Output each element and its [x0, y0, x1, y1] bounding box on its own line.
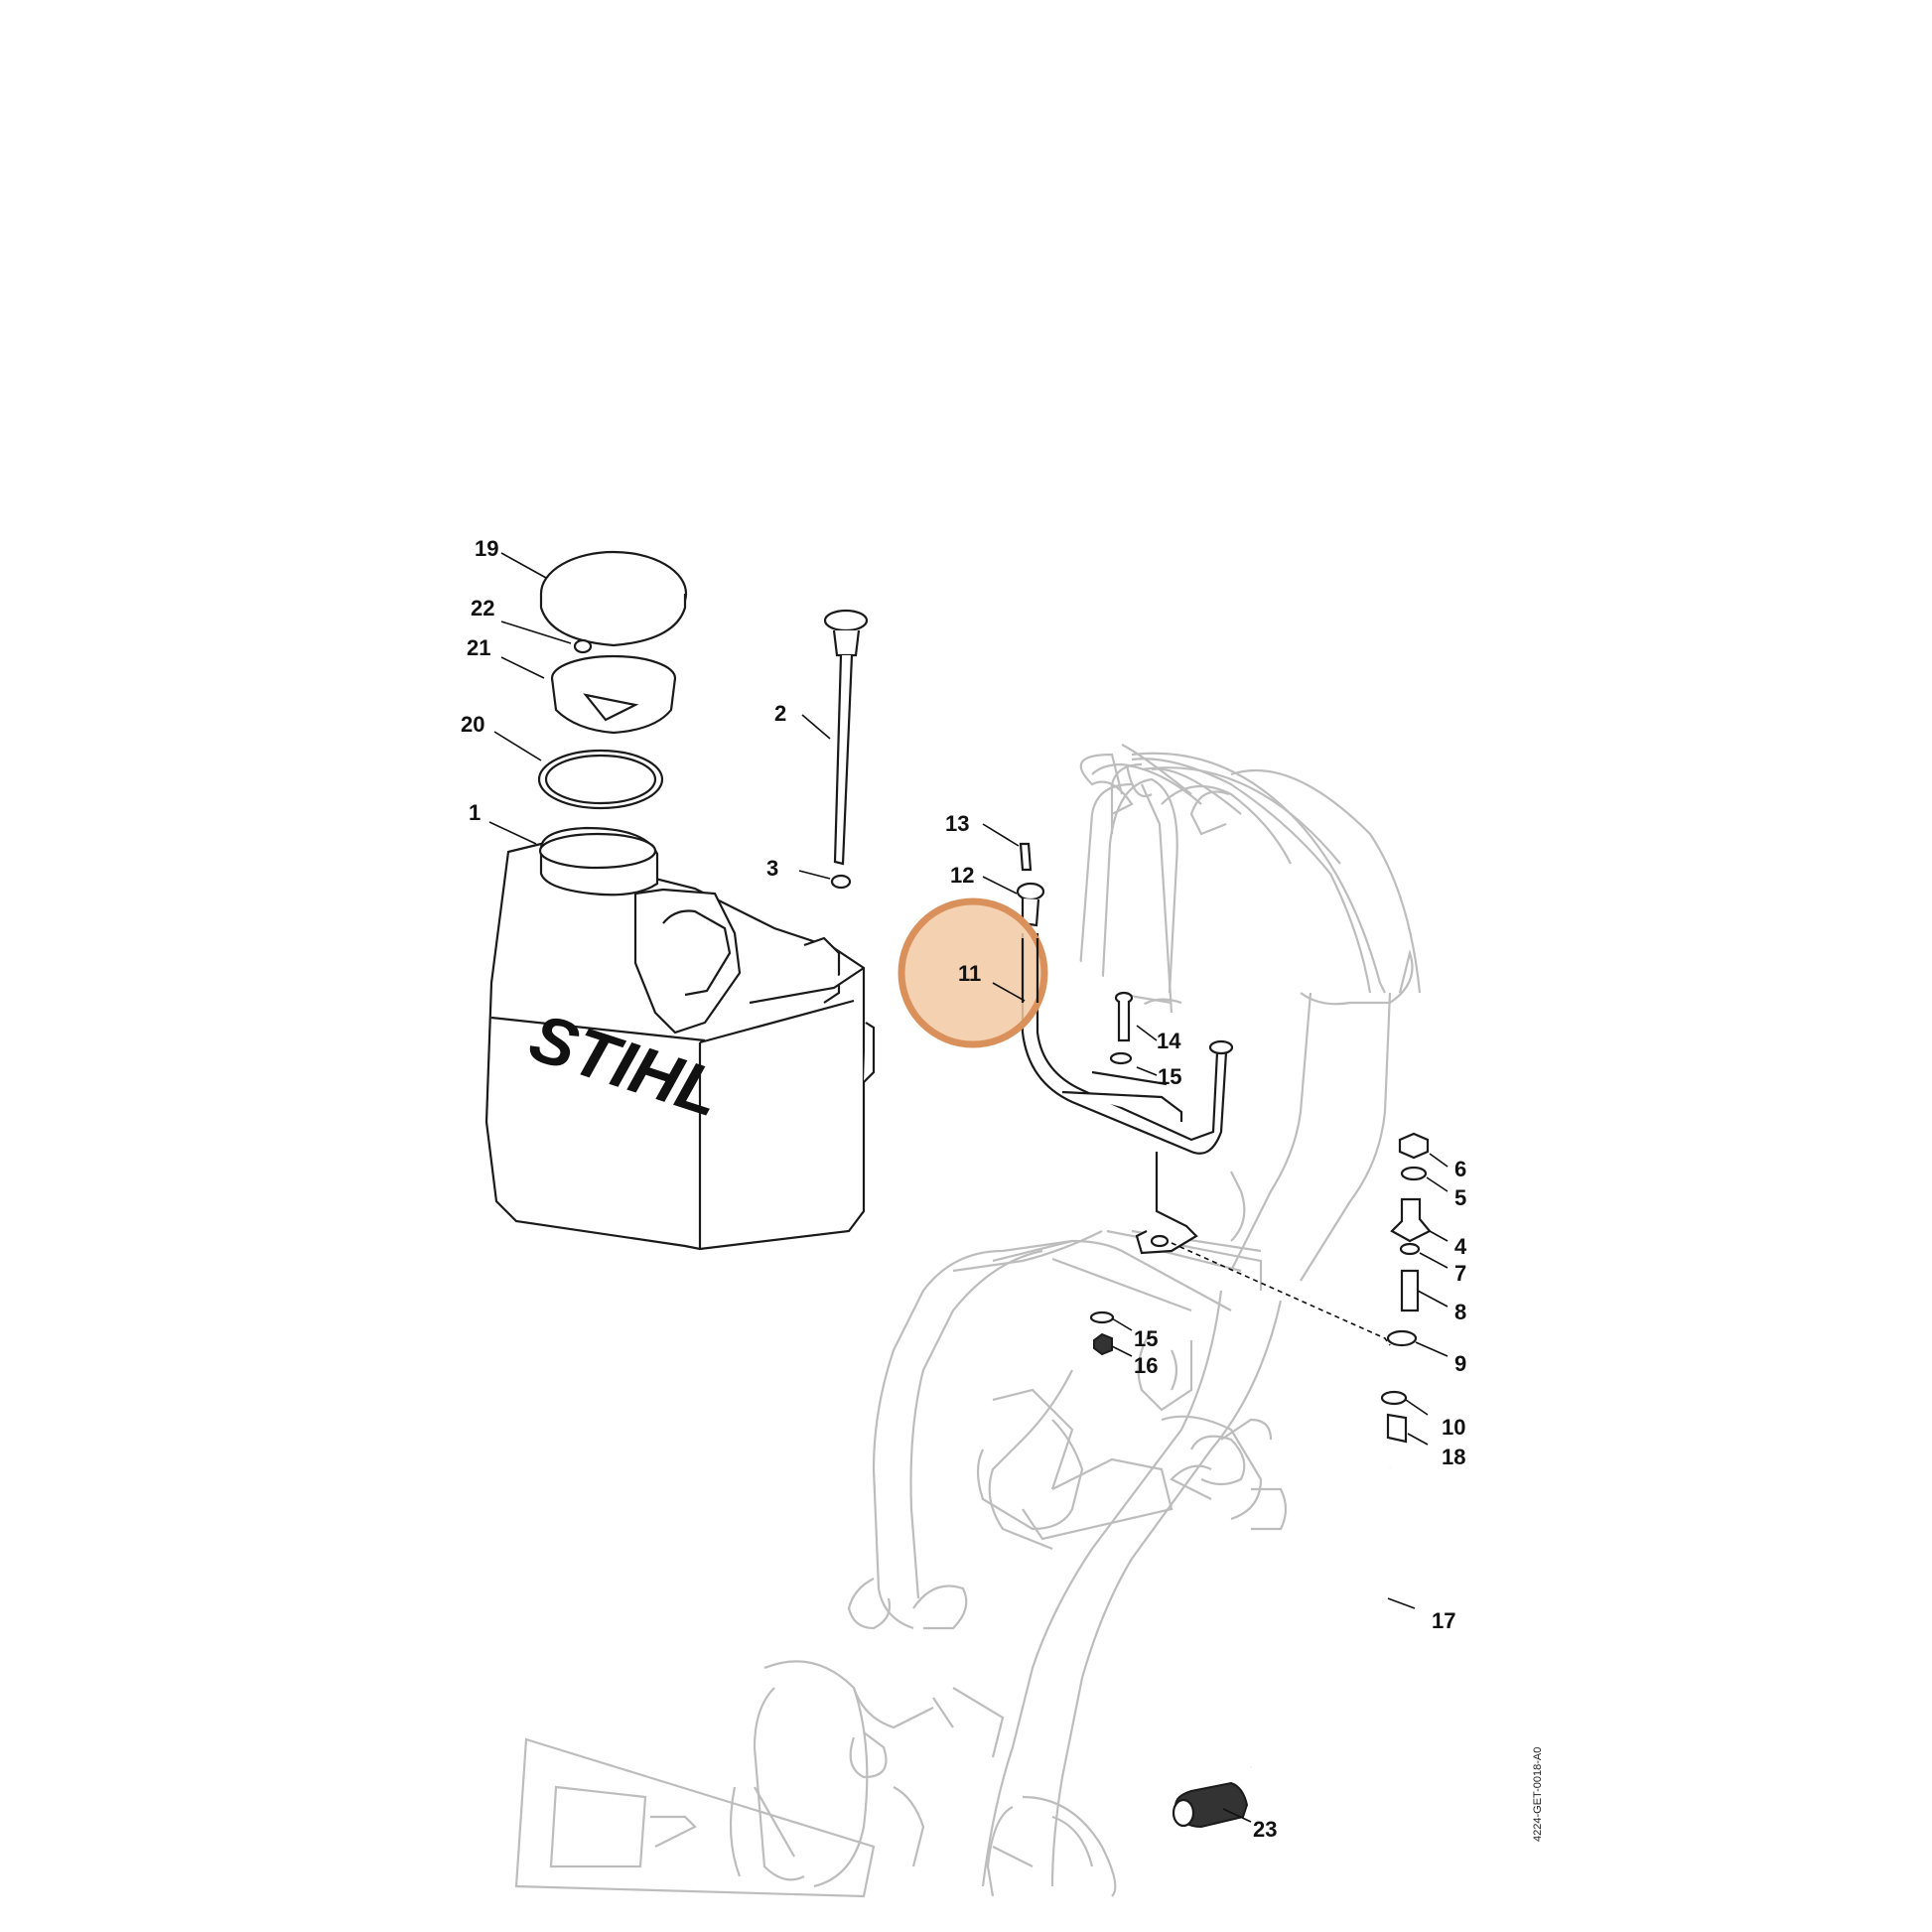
callout-2: 2 — [774, 701, 786, 726]
machine-frame-outline — [514, 744, 1422, 1898]
callout-11: 11 — [958, 961, 981, 986]
pin — [1019, 842, 1033, 872]
callout-9: 9 — [1454, 1351, 1466, 1376]
valve-rod — [823, 609, 869, 890]
callout-22: 22 — [471, 596, 494, 621]
leader-lines — [488, 552, 1449, 1823]
fitting-stack — [1380, 1132, 1432, 1444]
bolt — [1114, 991, 1134, 1042]
callout-18: 18 — [1442, 1445, 1465, 1469]
water-hose-inner — [1248, 1466, 1395, 1771]
nut-lower — [1093, 1332, 1113, 1356]
callout-labels: 19 22 21 20 1 2 3 13 12 11 14 15 6 5 4 7… — [461, 536, 1467, 1842]
washer-lower — [1089, 1311, 1115, 1324]
callout-1: 1 — [469, 800, 481, 825]
cap-disk — [573, 638, 593, 654]
callout-20: 20 — [461, 712, 484, 737]
callout-5: 5 — [1454, 1185, 1466, 1210]
washer — [1109, 1051, 1133, 1065]
highlight-marker — [897, 897, 1048, 1048]
callout-15-upper: 15 — [1158, 1064, 1181, 1089]
bracket — [1021, 933, 1234, 1255]
water-tank: STIHL — [484, 826, 876, 1251]
tank-seal-ring — [537, 749, 664, 810]
bracket-top-over-highlight — [1021, 938, 1039, 1003]
callout-14: 14 — [1157, 1029, 1181, 1053]
callout-12: 12 — [950, 863, 974, 888]
tank-cap — [539, 550, 688, 647]
strainer-basket — [550, 654, 677, 735]
callout-21: 21 — [467, 635, 490, 660]
assembly-dashed-line — [1171, 1242, 1391, 1346]
callout-19: 19 — [475, 536, 498, 561]
callout-4: 4 — [1454, 1234, 1467, 1259]
callout-23: 23 — [1253, 1817, 1277, 1842]
document-code: 4224-GET-0018-A0 — [1532, 1747, 1544, 1842]
callout-3: 3 — [766, 856, 778, 881]
callout-8: 8 — [1454, 1300, 1466, 1324]
callout-15-lower: 15 — [1134, 1326, 1158, 1351]
hose-coupling — [1172, 1781, 1249, 1829]
callout-17: 17 — [1432, 1608, 1455, 1633]
callout-13: 13 — [945, 811, 969, 836]
callout-7: 7 — [1454, 1261, 1466, 1286]
callout-6: 6 — [1454, 1157, 1466, 1181]
callout-16: 16 — [1134, 1353, 1158, 1378]
callout-10: 10 — [1442, 1415, 1465, 1440]
